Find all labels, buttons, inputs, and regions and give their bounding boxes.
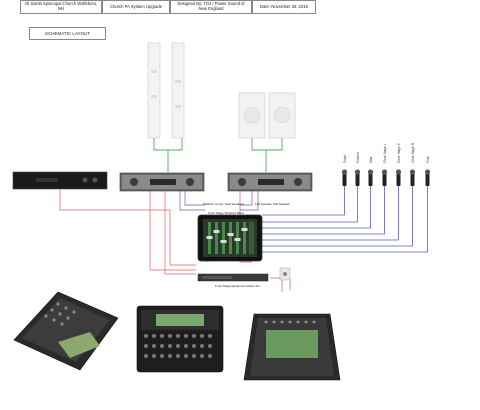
equipment-rack-strip	[197, 273, 269, 282]
microphone-6	[409, 169, 416, 186]
mic-label-2: Podium	[356, 152, 360, 163]
schematic-layout-label: SCHEMATIC LAYOUT	[29, 27, 106, 40]
venue-cell: All Saints Episcopal Church Wolfeboro, N…	[20, 0, 102, 14]
wall-plate	[279, 267, 291, 281]
microphone-7	[424, 169, 431, 186]
amp-label-right: Left Speaker Call Speaker	[255, 202, 290, 206]
amp-feed-lines	[179, 191, 259, 211]
box-speaker-left	[238, 92, 266, 139]
wireless-mixer-tablet	[197, 214, 263, 262]
date-cell: Date: November 25, 2016	[252, 0, 316, 14]
amplifier-left	[119, 172, 205, 192]
microphone-3	[367, 169, 374, 186]
title-block: All Saints Episcopal Church Wolfeboro, N…	[0, 0, 480, 16]
mixing-console-center	[136, 305, 224, 373]
mic-label-4: Choir Stage L	[383, 143, 387, 163]
router-label: Front Stage Equipment Rack Unit	[215, 284, 260, 288]
mic-label-3: Altar	[369, 156, 373, 163]
amp-label-left: Platform Comp. Seal Speakers	[203, 202, 245, 206]
mixer-label: Front Stage Wireless Mixer	[208, 211, 244, 215]
column-speaker-left	[147, 42, 161, 139]
processor-rack-unit	[12, 171, 108, 190]
microphone-5	[395, 169, 402, 186]
microphone-row	[341, 169, 431, 186]
microphone-2	[354, 169, 361, 186]
mic-label-1: Pulpit	[343, 155, 347, 163]
project-cell: Church PA System Upgrade	[102, 0, 170, 14]
mixing-console-right	[243, 313, 341, 381]
mic-cables	[262, 186, 428, 253]
amplifier-right	[227, 172, 313, 192]
microphone-1	[341, 169, 348, 186]
column-speaker-right	[171, 42, 185, 139]
microphone-4	[381, 169, 388, 186]
mic-label-5: Choir Stage C	[397, 142, 401, 163]
box-speaker-right	[268, 92, 296, 139]
mic-labels: Pulpit Podium Altar Choir Stage L Choir …	[343, 142, 430, 163]
designer-cell: Designed By: TOJ / Power Sound of New En…	[170, 0, 252, 14]
mic-label-7: Font	[426, 157, 430, 163]
mic-label-6: Choir Stage R	[411, 142, 415, 163]
speaker-wires	[153, 138, 283, 172]
mixing-console-left	[13, 291, 119, 371]
